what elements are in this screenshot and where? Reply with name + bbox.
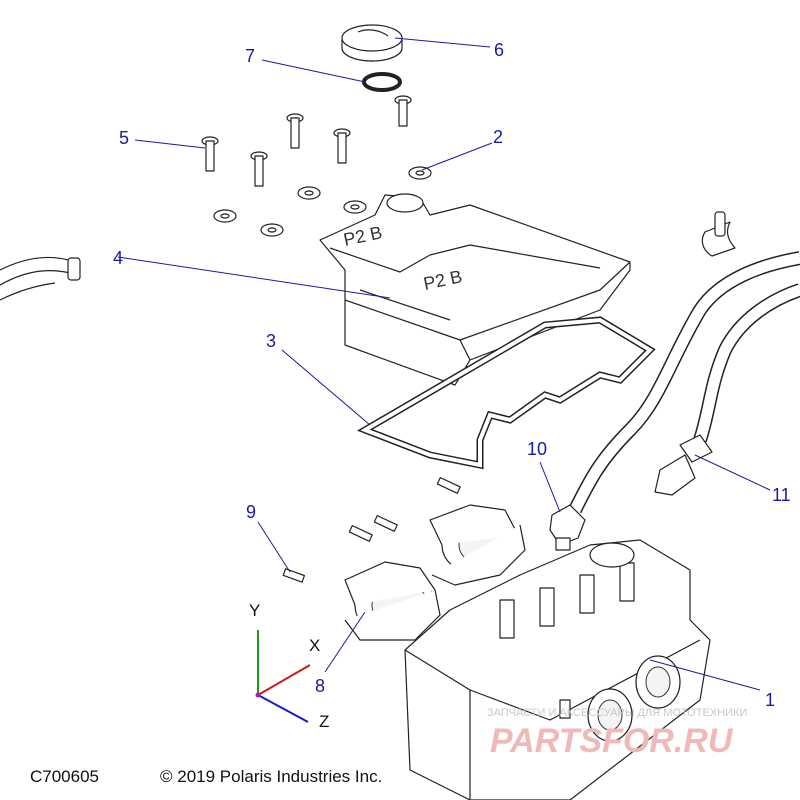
part-5-cover-bolts <box>201 95 412 187</box>
bolt <box>333 128 351 164</box>
part-10-hose-connector <box>549 504 586 551</box>
bolt <box>201 136 219 172</box>
bolt <box>250 151 268 187</box>
callout-7: 7 <box>245 46 255 66</box>
footer: C700605 © 2019 Polaris Industries Inc. <box>30 767 382 786</box>
part-9-bolts <box>282 477 461 583</box>
bolt <box>286 113 304 149</box>
axis-x-line <box>257 664 311 696</box>
callout-9: 9 <box>246 502 256 522</box>
part-4-valve-cover: P2 B P2 B <box>319 193 631 386</box>
axis-y-label: Y <box>249 601 260 620</box>
callout-labels: 1 2 3 4 5 6 7 8 9 10 11 <box>113 40 791 710</box>
leader-3 <box>281 349 371 426</box>
leader-5 <box>134 139 206 149</box>
callout-3: 3 <box>266 331 276 351</box>
axis-z-line <box>257 694 309 723</box>
left-hose <box>0 256 81 301</box>
part-7-o-ring <box>362 72 402 92</box>
leader-1 <box>649 659 761 691</box>
leader-2 <box>421 142 493 171</box>
callout-10: 10 <box>527 439 547 459</box>
callout-6: 6 <box>494 40 504 60</box>
intake-boot-front <box>344 561 441 641</box>
bolt <box>394 95 412 127</box>
callout-1: 1 <box>765 690 775 710</box>
leader-4 <box>117 256 391 299</box>
watermark-tagline: ЗАПЧАСТИ И АКСЕССУАРЫ ДЛЯ МОТОТЕХНИКИ <box>487 707 747 719</box>
leader-10 <box>539 461 561 513</box>
callout-11: 11 <box>772 485 791 505</box>
callout-8: 8 <box>315 676 325 696</box>
axis-origin <box>255 692 261 698</box>
part-6-filler-cap <box>341 24 403 62</box>
callout-5: 5 <box>119 128 129 148</box>
part-3-gasket <box>356 316 656 470</box>
leader-9 <box>257 521 291 573</box>
part-1-cylinder-head <box>404 539 711 800</box>
callout-2: 2 <box>493 127 503 147</box>
axis-x-label: X <box>309 636 320 655</box>
leader-6 <box>394 37 491 48</box>
part-8-intake-boots <box>344 504 526 641</box>
callout-4: 4 <box>113 248 123 268</box>
intake-boot-rear <box>429 504 526 586</box>
leader-7 <box>261 59 366 83</box>
leader-8 <box>324 611 366 673</box>
copyright-notice: © 2019 Polaris Industries Inc. <box>160 767 382 786</box>
part-2-grommets <box>213 166 432 237</box>
leader-lines <box>117 37 771 691</box>
part-11-breather-fitting <box>654 434 713 496</box>
watermark: ЗАПЧАСТИ И АКСЕССУАРЫ ДЛЯ МОТОТЕХНИКИ PA… <box>487 707 747 760</box>
drawing-code: C700605 <box>30 767 99 786</box>
leader-11 <box>694 454 771 491</box>
watermark-logo: PARTSFOR.RU <box>490 722 734 760</box>
breather-hoses <box>568 211 800 514</box>
axis-triad: Y X Z <box>249 601 329 731</box>
axis-z-label: Z <box>319 712 329 731</box>
